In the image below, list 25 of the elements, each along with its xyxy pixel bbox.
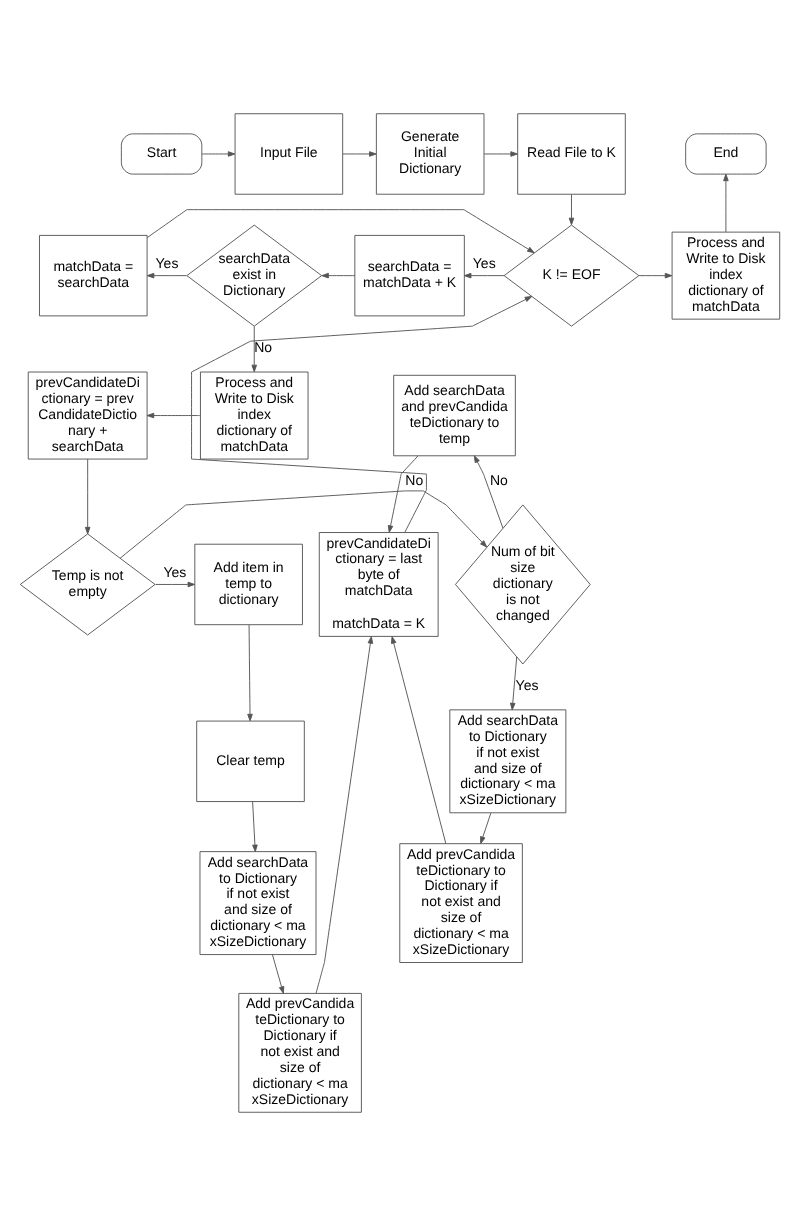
arrow <box>252 801 258 853</box>
arrow <box>568 194 575 226</box>
arrow <box>391 636 447 844</box>
arrow <box>463 272 505 279</box>
arrow <box>483 151 518 157</box>
arrow <box>191 296 533 533</box>
arrow <box>723 173 729 233</box>
arrow <box>509 656 518 711</box>
arrow <box>146 412 201 419</box>
arrow <box>272 954 285 994</box>
arrow <box>84 458 91 535</box>
arrow <box>201 151 236 157</box>
arrow <box>146 272 188 279</box>
arrow <box>321 272 356 279</box>
arrow <box>155 581 196 588</box>
arrow <box>247 624 253 722</box>
arrow <box>119 490 488 559</box>
arrow <box>473 455 504 529</box>
arrow <box>480 812 492 844</box>
arrow <box>315 636 374 994</box>
arrow <box>146 209 535 254</box>
arrow <box>638 272 673 279</box>
arrow <box>387 455 419 533</box>
arrow <box>251 325 257 373</box>
arrow <box>342 151 377 157</box>
